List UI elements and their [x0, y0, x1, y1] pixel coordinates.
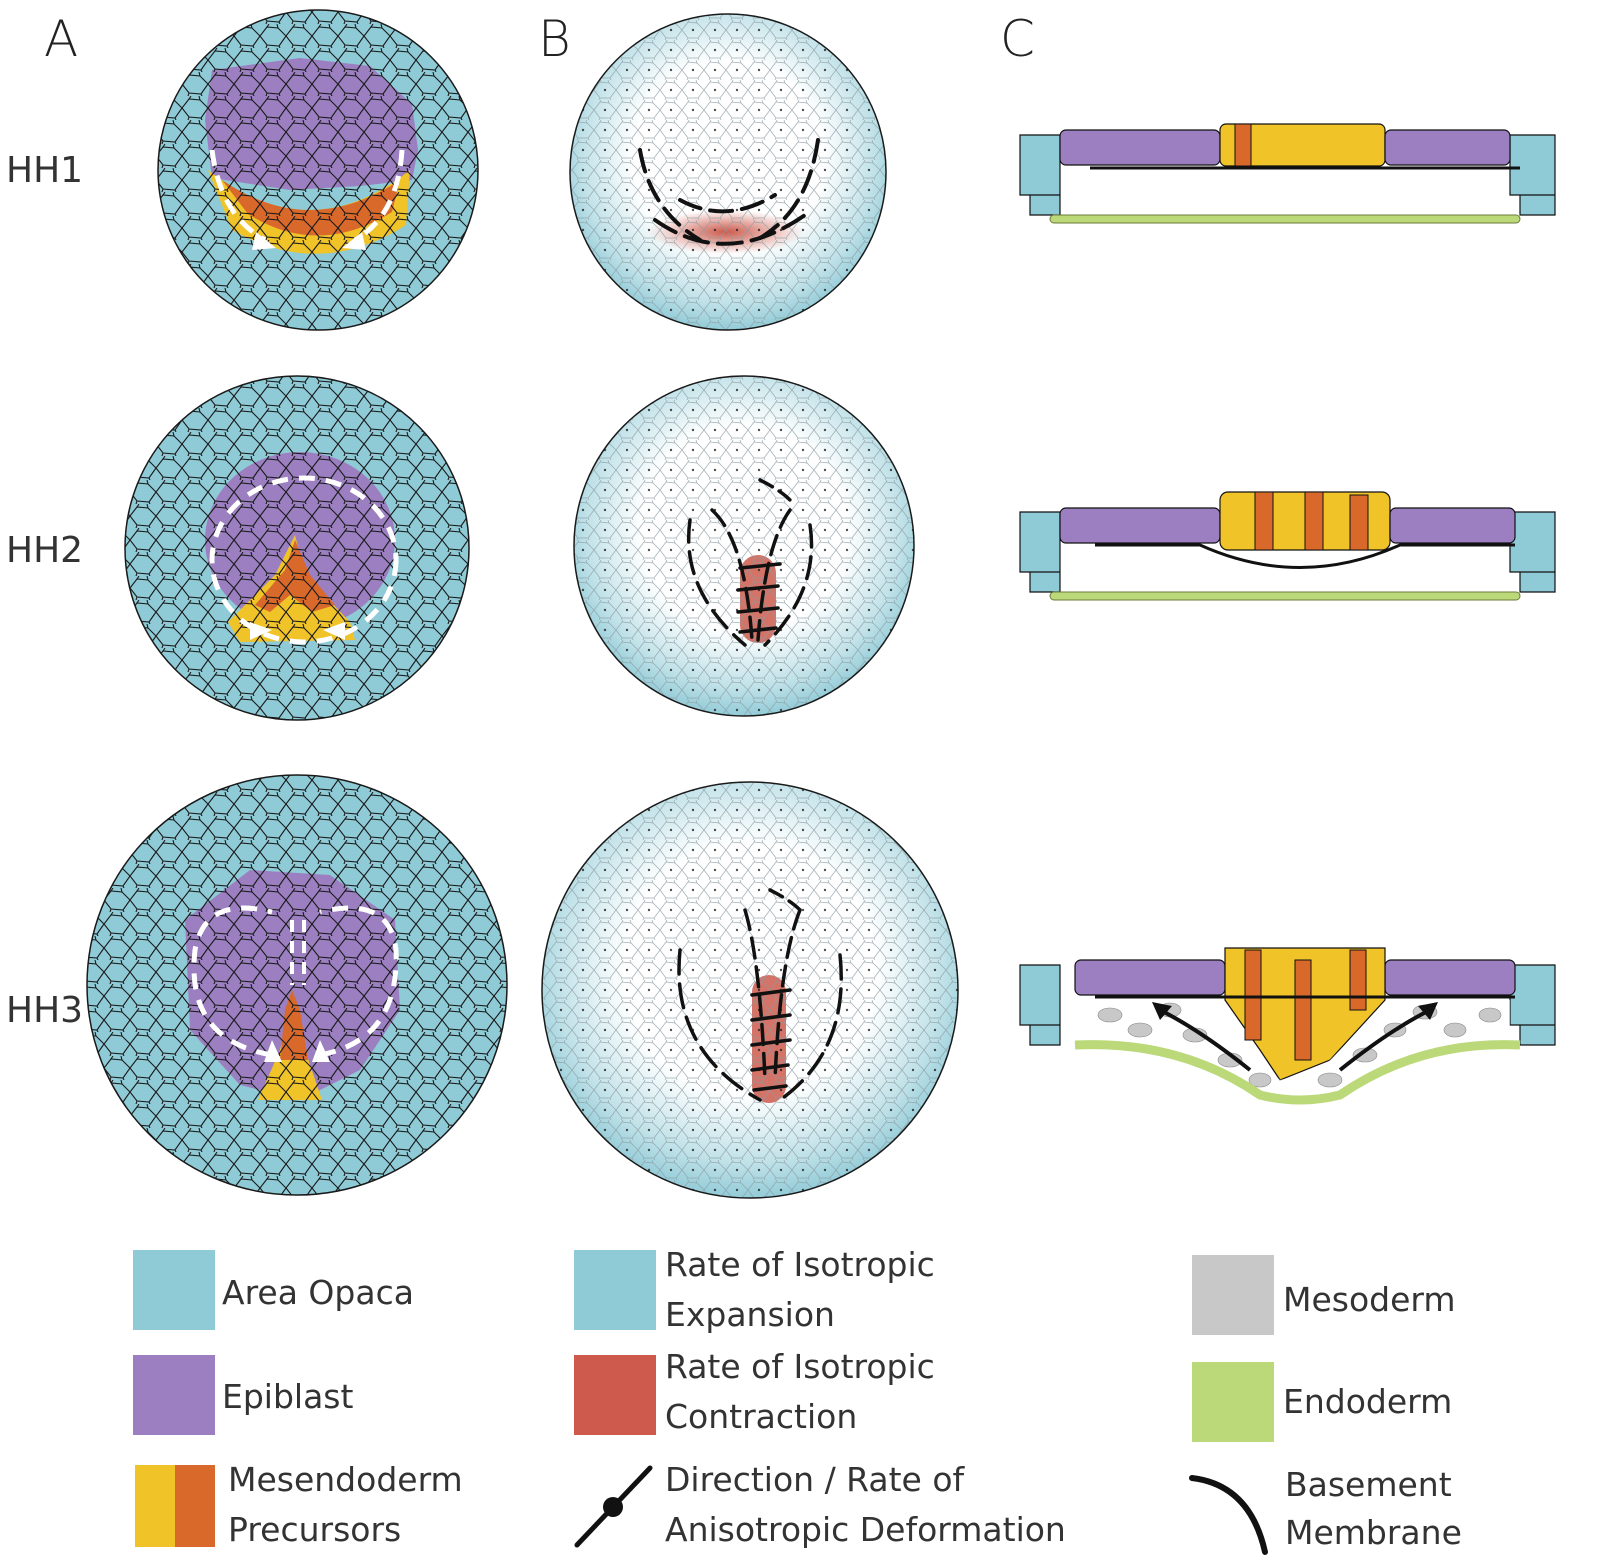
stage-label-hh3: HH3 [6, 990, 84, 1031]
legend-mesendoderm-line2: Precursors [228, 1510, 402, 1549]
panel-a-hh3-disc [86, 774, 508, 1196]
legend-basement-membrane-icon [1189, 1475, 1268, 1555]
panel-c-hh2-section [1019, 491, 1556, 601]
legend-anisotropic-line2: Anisotropic Deformation [665, 1510, 1066, 1549]
legend-swatch-area-opaca [133, 1250, 215, 1330]
panel-a-hh1-disc [157, 9, 479, 331]
legend-epiblast: Epiblast [222, 1377, 354, 1416]
legend-swatch-mesendoderm-orange [175, 1465, 215, 1547]
legend-swatch-mesoderm [1192, 1255, 1274, 1335]
legend-swatch-isotropic-contraction [574, 1355, 656, 1435]
legend-swatch-isotropic-expansion [574, 1250, 656, 1330]
legend-expansion-line2: Expansion [665, 1295, 835, 1334]
panel-label-b: B [538, 10, 571, 68]
legend-basement-line2: Membrane [1285, 1513, 1462, 1552]
legend-contraction-line1: Rate of Isotropic [665, 1347, 935, 1386]
legend-mesendoderm-line1: Mesendoderm [228, 1460, 463, 1499]
panel-b-hh1-disc [569, 13, 887, 331]
stage-label-hh2: HH2 [6, 530, 84, 571]
legend-basement-line1: Basement [1285, 1465, 1452, 1504]
panel-label-c: C [1000, 10, 1035, 68]
legend-mesoderm: Mesoderm [1283, 1280, 1456, 1319]
legend-area-opaca: Area Opaca [222, 1273, 414, 1312]
panel-c-hh3-section [1019, 947, 1556, 1105]
legend-swatch-endoderm [1192, 1362, 1274, 1442]
panel-a-hh2-disc [124, 375, 470, 721]
panel-c-hh1-section [1019, 123, 1556, 224]
panel-label-a: A [44, 10, 79, 68]
panel-b-hh3-disc [541, 781, 959, 1199]
legend-anisotropic-symbol-icon [574, 1465, 653, 1548]
legend-swatch-epiblast [133, 1355, 215, 1435]
panel-b-hh2-disc [573, 375, 915, 717]
legend-endoderm: Endoderm [1283, 1382, 1453, 1421]
legend-swatch-mesendoderm-yellow [135, 1465, 175, 1547]
legend-contraction-line2: Contraction [665, 1397, 858, 1436]
stage-label-hh1: HH1 [6, 150, 84, 191]
legend-anisotropic-line1: Direction / Rate of [665, 1460, 965, 1499]
legend-expansion-line1: Rate of Isotropic [665, 1245, 935, 1284]
